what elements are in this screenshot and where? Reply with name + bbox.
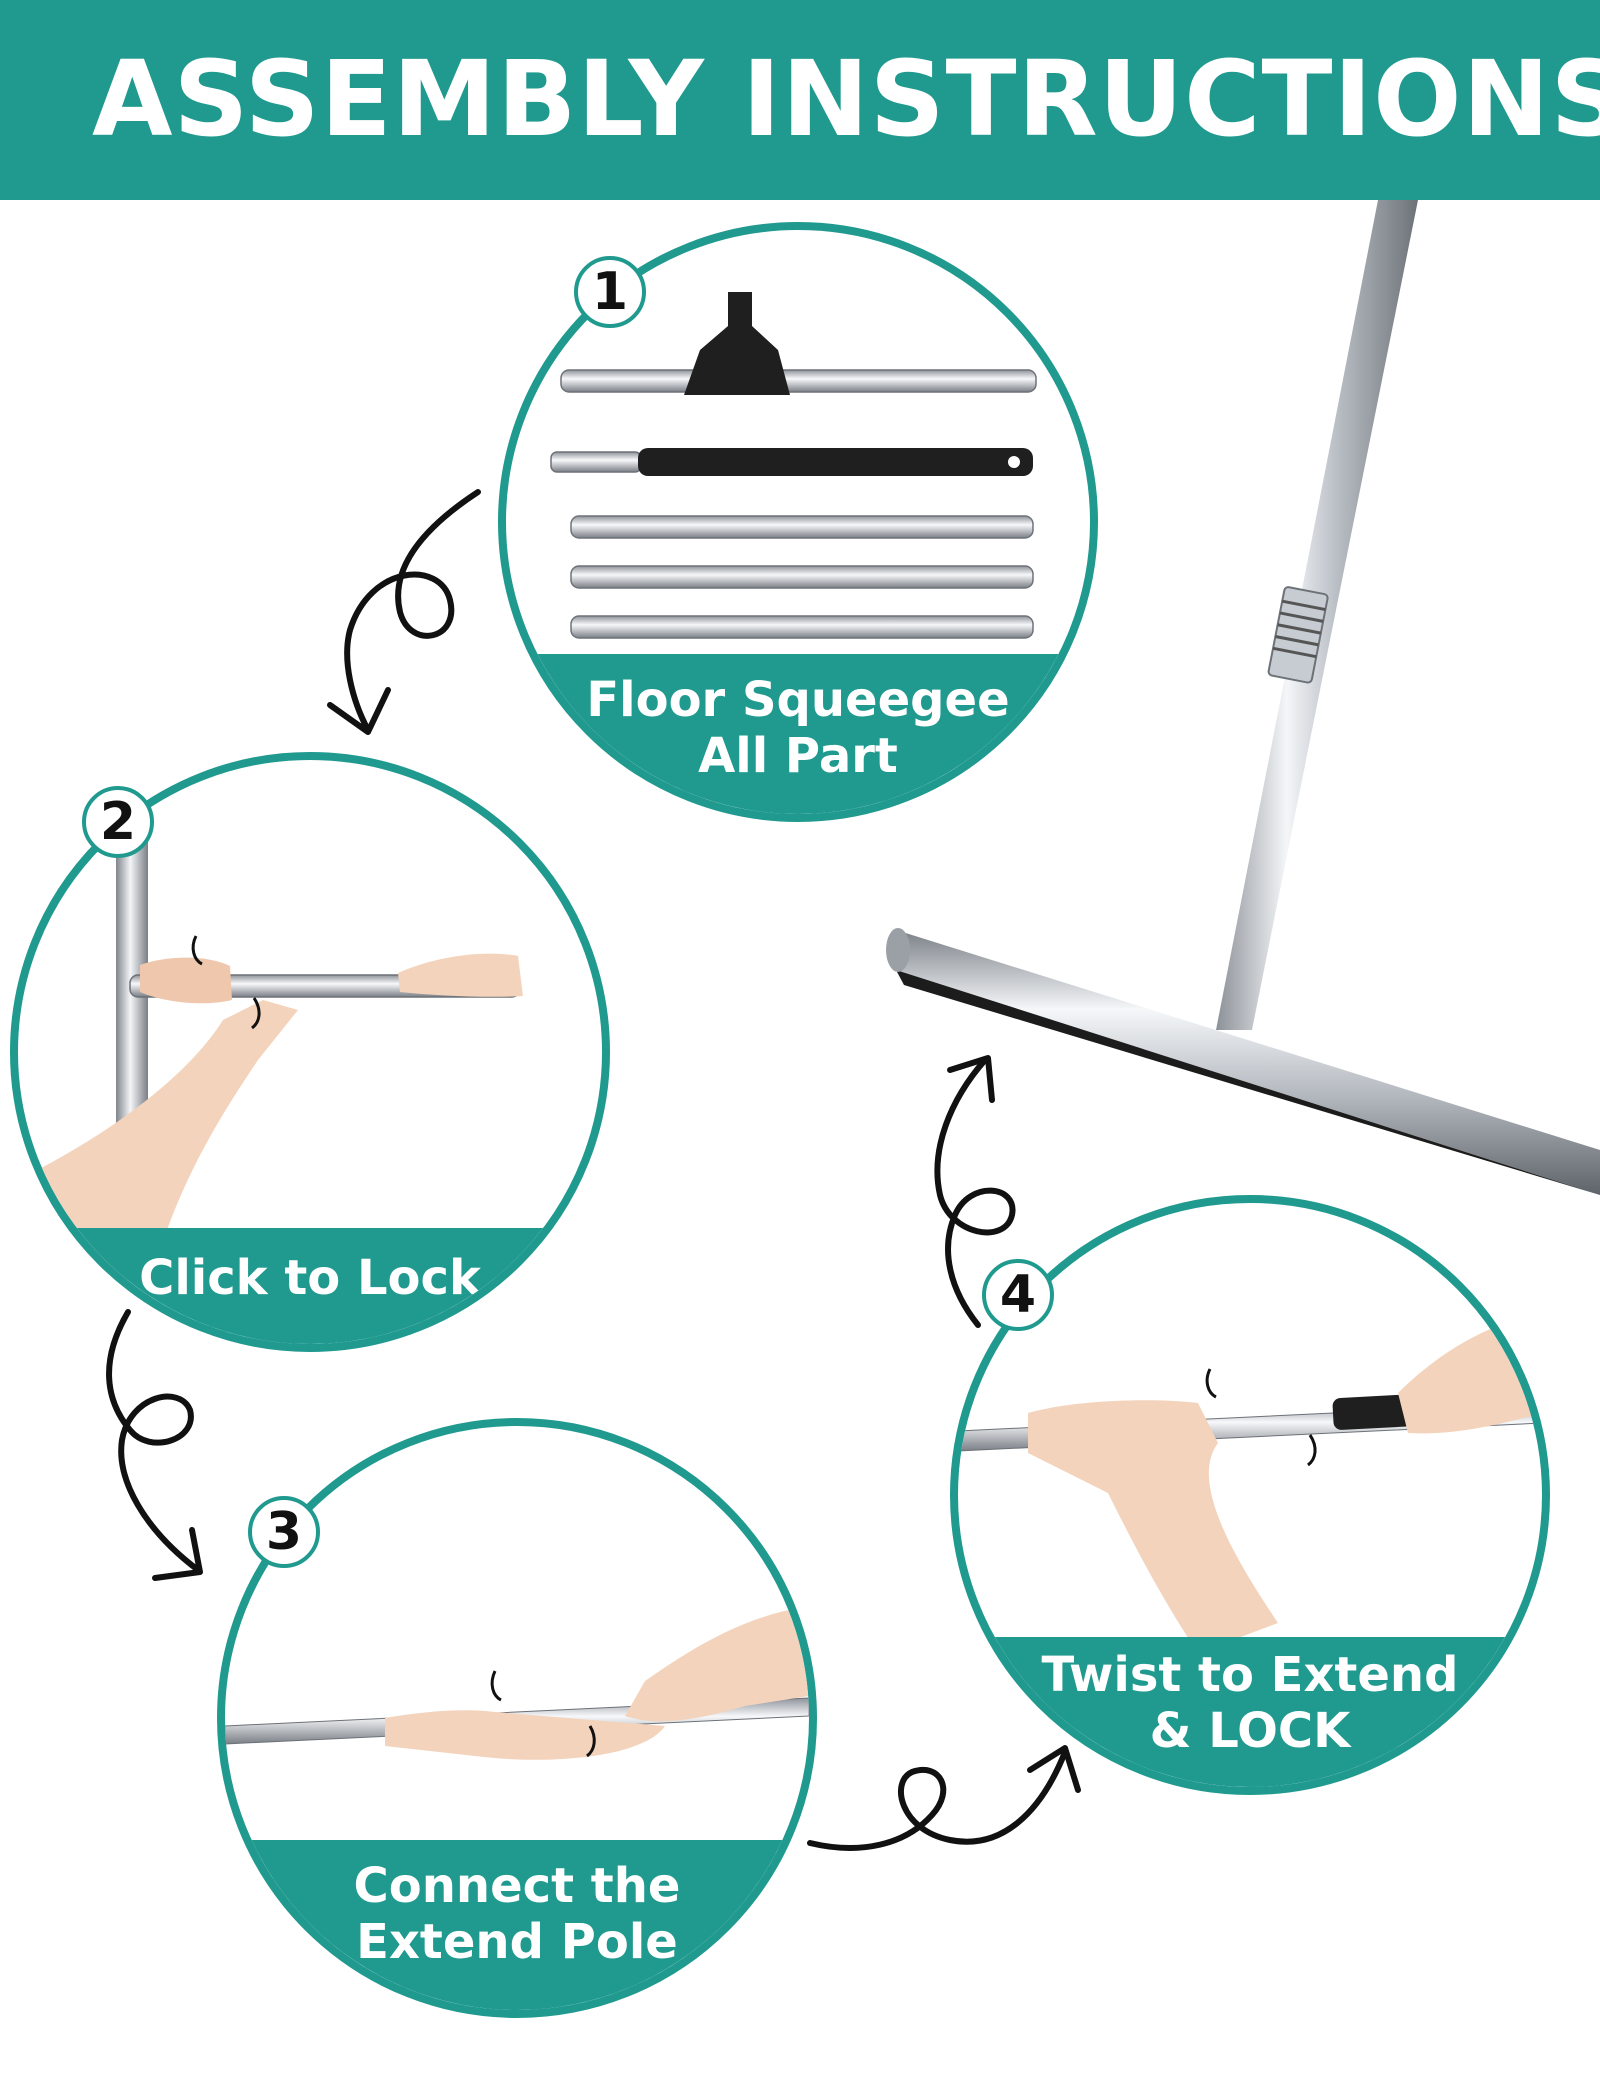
step-1-label: Floor Squeegee All Part xyxy=(586,672,1010,784)
step-4-label: Twist to Extend & LOCK xyxy=(1041,1647,1459,1759)
step-4-label-band: Twist to Extend & LOCK xyxy=(958,1637,1542,1787)
step-4-circle: Twist to Extend & LOCK xyxy=(950,1195,1550,1795)
step-3-label: Connect the Extend Pole xyxy=(353,1858,681,1970)
step-3-number-badge: 3 xyxy=(248,1496,320,1568)
assembled-squeegee-image xyxy=(886,200,1600,1195)
step-4-number-badge: 4 xyxy=(982,1259,1054,1331)
connect-pole-illustration xyxy=(225,1606,809,1760)
curly-arrow-icon xyxy=(106,1309,201,1573)
page-title: ASSEMBLY INSTRUCTIONS xyxy=(92,38,1600,160)
curly-arrow-icon xyxy=(344,489,481,733)
step-1-label-band: Floor Squeegee All Part xyxy=(506,654,1090,814)
step-2-number-badge: 2 xyxy=(82,786,154,858)
step-1-number-badge: 1 xyxy=(574,256,646,328)
header-banner: ASSEMBLY INSTRUCTIONS xyxy=(0,0,1600,200)
twist-to-extend-illustration xyxy=(958,1313,1542,1653)
squeegee-parts-illustration xyxy=(550,292,1037,639)
step-3-label-band: Connect the Extend Pole xyxy=(225,1840,809,2010)
step-2-label: Click to Lock xyxy=(139,1250,481,1306)
step-2-label-band: Click to Lock xyxy=(18,1228,602,1344)
